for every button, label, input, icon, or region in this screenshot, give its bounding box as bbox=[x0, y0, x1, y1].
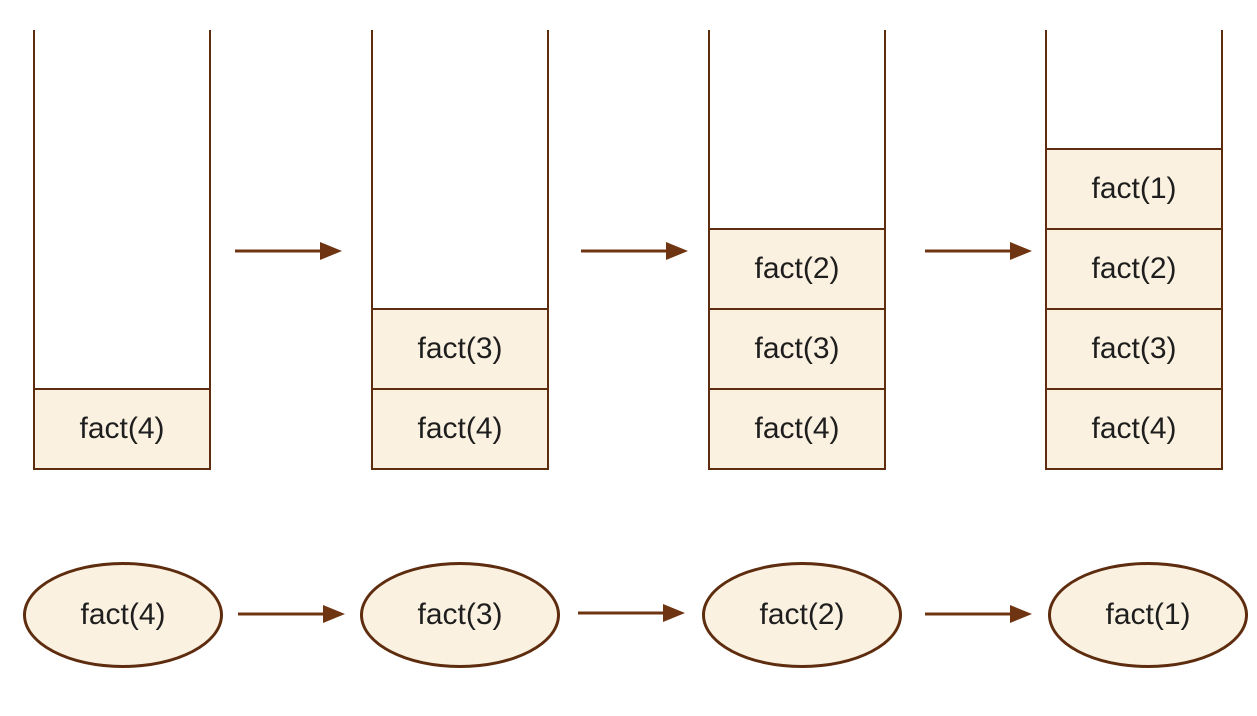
stack-frame: fact(3) bbox=[710, 308, 884, 388]
arrow-right-icon bbox=[238, 605, 345, 623]
call-stack-step-2: fact(3) fact(4) bbox=[371, 30, 549, 470]
arrow-right-icon bbox=[578, 604, 685, 622]
stack-frame: fact(2) bbox=[1047, 228, 1221, 308]
call-node: fact(3) bbox=[360, 562, 560, 668]
stack-frame: fact(2) bbox=[710, 228, 884, 308]
arrow-right-icon bbox=[581, 242, 688, 260]
arrow-right-icon bbox=[925, 605, 1032, 623]
stack-frame: fact(1) bbox=[1047, 148, 1221, 228]
arrow-right-icon bbox=[925, 242, 1032, 260]
stack-frame: fact(3) bbox=[373, 308, 547, 388]
stack-frame: fact(4) bbox=[373, 388, 547, 468]
call-node: fact(1) bbox=[1048, 562, 1248, 668]
arrow-right-icon bbox=[235, 242, 342, 260]
call-node: fact(2) bbox=[702, 562, 902, 668]
call-node: fact(4) bbox=[23, 562, 223, 668]
stack-frame: fact(4) bbox=[710, 388, 884, 468]
stack-frame: fact(4) bbox=[1047, 388, 1221, 468]
stack-frame: fact(4) bbox=[35, 388, 209, 468]
stack-frame: fact(3) bbox=[1047, 308, 1221, 388]
call-stack-step-3: fact(2) fact(3) fact(4) bbox=[708, 30, 886, 470]
call-stack-step-1: fact(4) bbox=[33, 30, 211, 470]
call-stack-step-4: fact(1) fact(2) fact(3) fact(4) bbox=[1045, 30, 1223, 470]
